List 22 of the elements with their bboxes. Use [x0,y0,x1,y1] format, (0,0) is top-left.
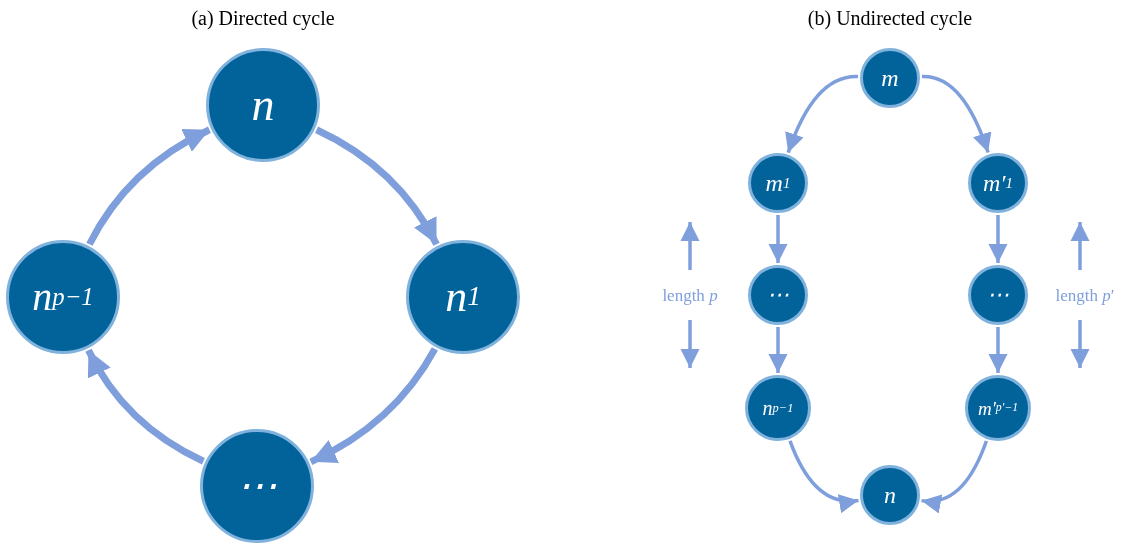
circle-node: ⋯ [748,265,808,325]
arrow [85,348,205,465]
circle-node: m [860,48,920,108]
arrow [988,215,1008,263]
arrow [315,126,440,246]
arrow [788,440,859,512]
arrow [921,74,991,154]
arrow [768,215,788,263]
arrow [921,440,989,513]
arrow [988,327,1008,373]
circle-node: ⋯ [968,265,1028,325]
circle-node: ⋯ [200,429,314,543]
dimension-label: length p [662,286,718,306]
dimension-label: length p′ [1055,286,1115,306]
arrow [768,327,788,373]
arrow [785,74,859,154]
title: (a) Directed cycle [191,6,335,30]
circle-node: n [206,48,320,162]
circle-node: n [860,465,920,525]
title: (b) Undirected cycle [807,6,973,30]
arrow [309,347,438,465]
arrow [86,126,211,246]
